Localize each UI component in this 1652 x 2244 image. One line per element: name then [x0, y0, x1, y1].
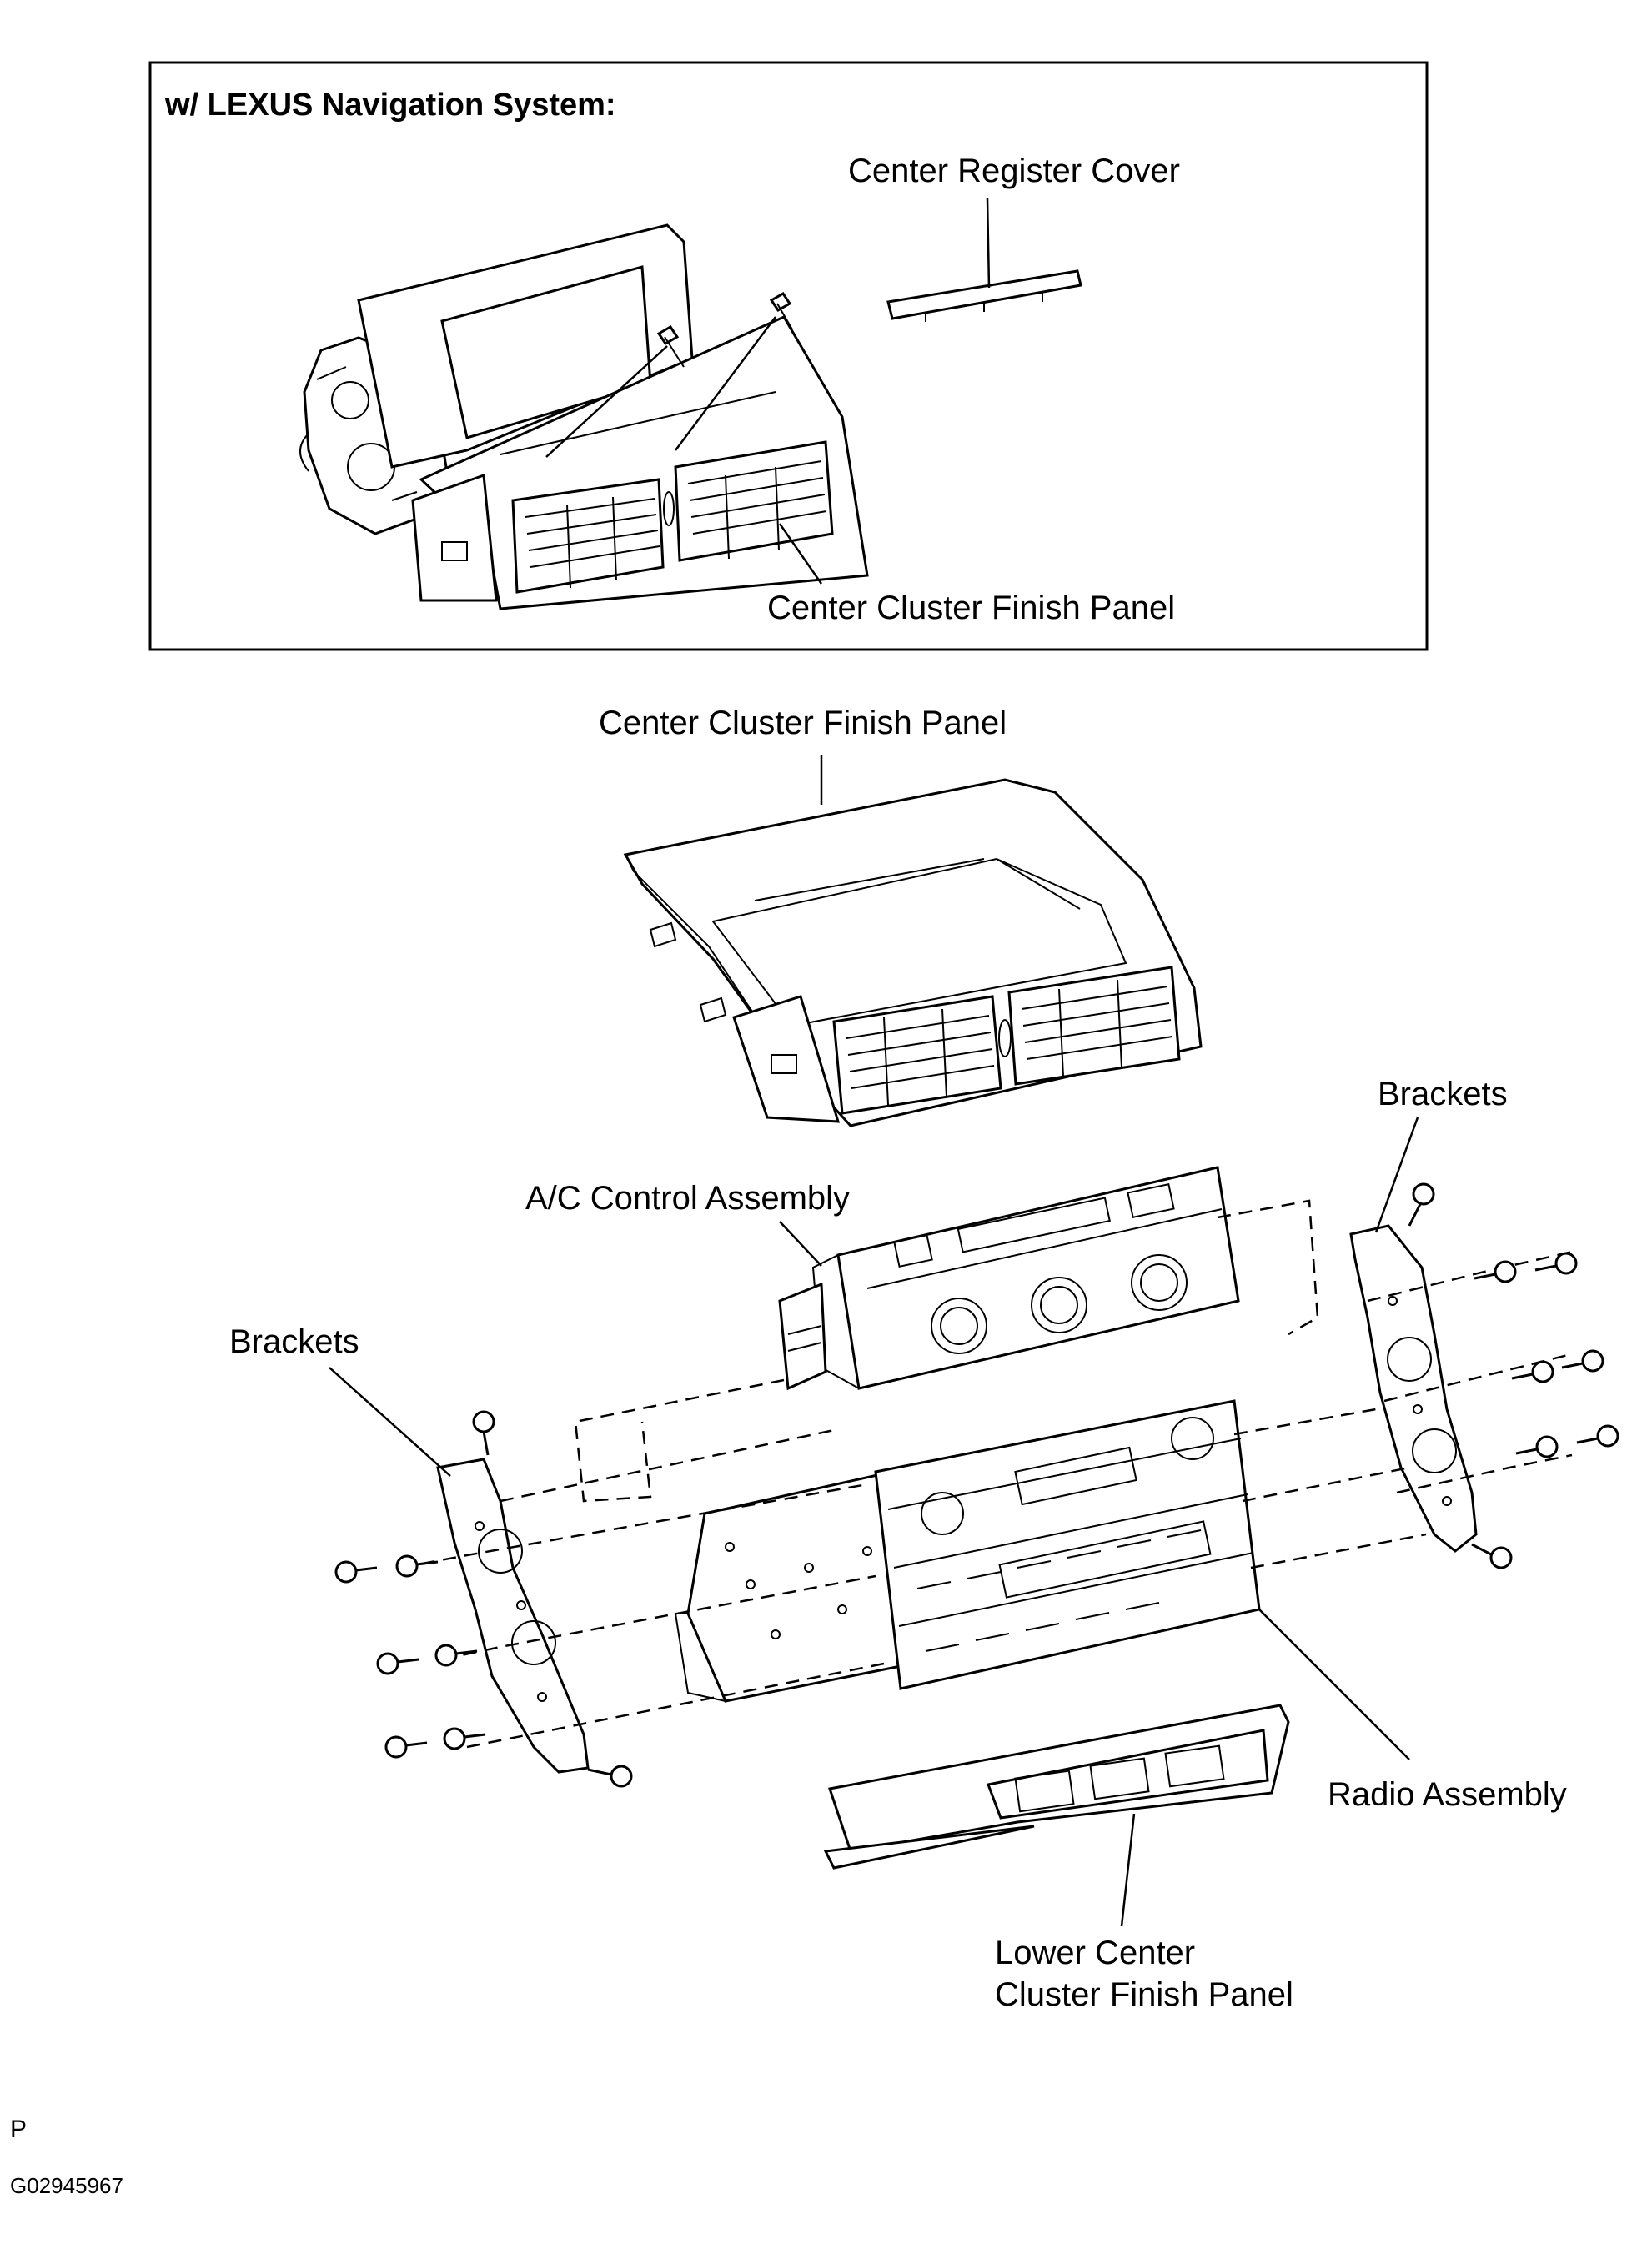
- ac-control-assembly: [778, 1166, 1240, 1391]
- screw-icon: [769, 292, 793, 330]
- bolt-icon: [443, 1727, 486, 1750]
- inset-header: w/ LEXUS Navigation System:: [164, 88, 616, 123]
- bolt-icon: [1408, 1182, 1435, 1227]
- label-lower-panel-line2: Cluster Finish Panel: [995, 1976, 1293, 2013]
- figure-id: G02945967: [10, 2173, 123, 2198]
- bolt-icon: [384, 1735, 428, 1759]
- navigation-inset: w/ LEXUS Navigation System: Center Regis…: [148, 61, 1429, 651]
- center-cluster-finish-panel: [623, 778, 1203, 1127]
- bolt-icon: [1511, 1360, 1554, 1383]
- label-ac-control-assembly: A/C Control Assembly: [525, 1180, 850, 1217]
- left-bolts: [334, 1410, 633, 1788]
- label-brackets-left: Brackets: [229, 1323, 359, 1360]
- bolt-icon: [1534, 1252, 1578, 1275]
- center-register-cover: [886, 269, 1082, 322]
- bolt-icon: [334, 1560, 378, 1584]
- label-radio-assembly: Radio Assembly: [1328, 1776, 1567, 1813]
- bolt-icon: [1561, 1349, 1604, 1373]
- right-bracket: [1349, 1224, 1478, 1553]
- label-center-cluster-finish-panel: Center Cluster Finish Panel: [599, 705, 1007, 741]
- page-code: P: [10, 2116, 27, 2143]
- radio-assembly: [674, 1399, 1261, 1703]
- bolt-icon: [472, 1410, 495, 1456]
- bolt-icon: [376, 1652, 419, 1675]
- nav-finish-panel: [299, 223, 869, 610]
- bolt-icon: [1474, 1260, 1517, 1283]
- lower-center-cluster-finish-panel: [823, 1704, 1290, 1870]
- screw-icon: [656, 325, 685, 368]
- bolt-icon: [1576, 1424, 1619, 1448]
- label-center-register-cover: Center Register Cover: [848, 153, 1180, 189]
- inset-frame: [148, 61, 1429, 651]
- bolt-icon: [1515, 1435, 1559, 1458]
- right-bolts: [1408, 1182, 1619, 1569]
- bolt-icon: [1471, 1543, 1513, 1569]
- bolt-icon: [395, 1554, 439, 1578]
- bolt-icon: [587, 1765, 633, 1788]
- label-lower-panel-line1: Lower Center: [995, 1935, 1195, 1971]
- label-brackets-right: Brackets: [1378, 1076, 1508, 1112]
- bolt-icon: [434, 1644, 478, 1667]
- left-bracket: [436, 1458, 590, 1774]
- label-inset-finish-panel: Center Cluster Finish Panel: [767, 590, 1175, 626]
